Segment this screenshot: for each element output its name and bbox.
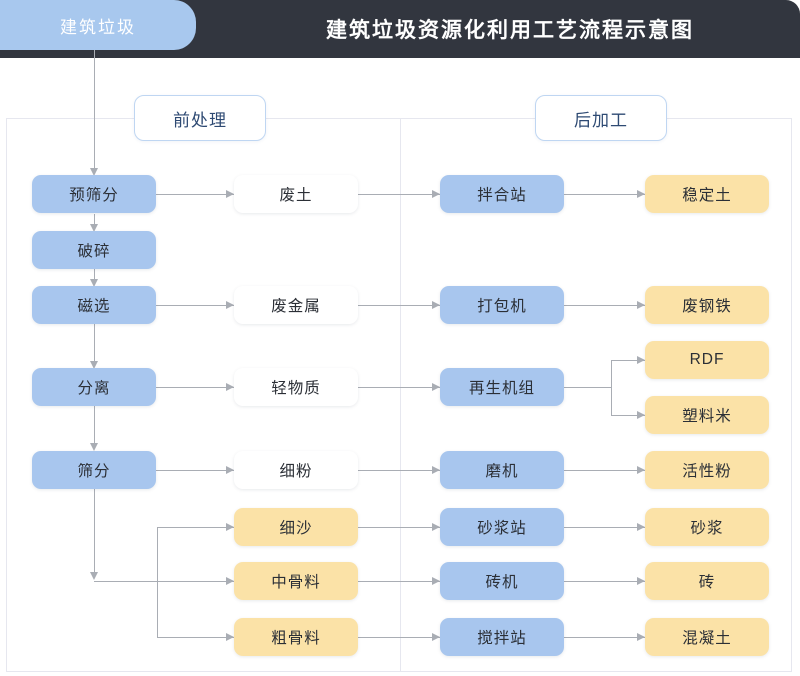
section-chip-pretreatment[interactable]: 前处理 <box>134 95 266 141</box>
connector-source-to-prescreen <box>94 50 95 172</box>
connector-waste-metal-to-baler <box>358 305 440 306</box>
arrowhead-plastic-pellets <box>637 410 645 419</box>
node-separation[interactable]: 分离 <box>32 368 156 406</box>
arrowhead-concrete-station <box>432 632 440 641</box>
connector-concrete-station-to-concrete <box>564 637 645 638</box>
node-baler[interactable]: 打包机 <box>440 286 564 324</box>
connector-light-material-to-recycling-unit <box>358 387 440 388</box>
arrowhead-fine-powder <box>226 465 234 474</box>
node-magnetic-separation[interactable]: 磁选 <box>32 286 156 324</box>
connector-separate-to-light-material <box>156 387 234 388</box>
node-medium-aggregate[interactable]: 中骨料 <box>234 562 358 600</box>
node-stabilized-soil[interactable]: 稳定土 <box>645 175 769 213</box>
node-light-material[interactable]: 轻物质 <box>234 368 358 406</box>
arrowhead-coarse-aggregate <box>226 632 234 641</box>
node-mortar[interactable]: 砂浆 <box>645 508 769 546</box>
arrowhead-concrete <box>637 632 645 641</box>
connector-crush-to-magnetic <box>94 269 95 283</box>
connector-screen-to-fine-powder <box>156 470 234 471</box>
connector-magnetic-to-waste-metal <box>156 305 234 306</box>
node-prescreen[interactable]: 预筛分 <box>32 175 156 213</box>
node-waste-soil[interactable]: 废土 <box>234 175 358 213</box>
arrowhead-brick-machine <box>432 576 440 585</box>
connector-mixing-station-to-stabilized-soil <box>564 194 645 195</box>
connector-waste-soil-to-mixing-station <box>358 194 440 195</box>
arrowhead-prescreen <box>90 168 98 176</box>
connector-recycling-unit-branch <box>611 360 612 415</box>
connector-fine-sand-to-mortar-station <box>358 527 440 528</box>
connector-screen-to-aggregate-bus <box>94 488 95 576</box>
arrowhead-stabilized-soil <box>637 189 645 198</box>
node-screening[interactable]: 筛分 <box>32 451 156 489</box>
page-title: 建筑垃圾资源化利用工艺流程示意图 <box>326 19 694 42</box>
connector-recycling-unit-stem <box>564 387 612 388</box>
arrowhead-mixing-station <box>432 189 440 198</box>
arrowhead-waste-metal <box>226 300 234 309</box>
node-recycling-unit[interactable]: 再生机组 <box>440 368 564 406</box>
arrowhead-rdf <box>637 355 645 364</box>
arrowhead-scrap-steel <box>637 300 645 309</box>
node-coarse-aggregate[interactable]: 粗骨料 <box>234 618 358 656</box>
arrowhead-fine-sand <box>226 522 234 531</box>
arrowhead-separate <box>90 361 98 369</box>
arrowhead-brick <box>637 576 645 585</box>
arrowhead-medium-aggregate <box>226 576 234 585</box>
node-plastic-pellets[interactable]: 塑料米 <box>645 396 769 434</box>
connector-prescreen-to-crush <box>94 214 95 228</box>
section-divider <box>400 118 401 672</box>
connector-bus-to-medium-aggregate <box>94 581 234 582</box>
node-fine-sand[interactable]: 细沙 <box>234 508 358 546</box>
connector-aggregate-trunk <box>157 527 158 637</box>
connector-baler-to-scrap-steel <box>564 305 645 306</box>
connector-medium-aggregate-to-brick-machine <box>358 581 440 582</box>
connector-separate-to-screen <box>94 406 95 448</box>
connector-branch-to-plastic-pellets <box>611 415 645 416</box>
node-waste-metal[interactable]: 废金属 <box>234 286 358 324</box>
node-mill[interactable]: 磨机 <box>440 451 564 489</box>
connector-magnetic-to-separate <box>94 324 95 366</box>
connector-brick-machine-to-brick <box>564 581 645 582</box>
connector-prescreen-to-waste-soil <box>156 194 234 195</box>
arrowhead-waste-soil <box>226 189 234 198</box>
node-brick[interactable]: 砖 <box>645 562 769 600</box>
node-mixing-station[interactable]: 拌合站 <box>440 175 564 213</box>
arrowhead-screen <box>90 443 98 451</box>
node-concrete[interactable]: 混凝土 <box>645 618 769 656</box>
node-crush[interactable]: 破碎 <box>32 231 156 269</box>
arrowhead-mortar-station <box>432 522 440 531</box>
node-active-powder[interactable]: 活性粉 <box>645 451 769 489</box>
connector-trunk-to-fine-sand <box>157 527 234 528</box>
node-mortar-station[interactable]: 砂浆站 <box>440 508 564 546</box>
node-rdf[interactable]: RDF <box>645 341 769 379</box>
connector-branch-to-rdf <box>611 360 645 361</box>
arrowhead-active-powder <box>637 465 645 474</box>
node-concrete-station[interactable]: 搅拌站 <box>440 618 564 656</box>
connector-trunk-to-coarse-aggregate <box>157 637 234 638</box>
node-brick-machine[interactable]: 砖机 <box>440 562 564 600</box>
arrowhead-mill <box>432 465 440 474</box>
arrowhead-recycling-unit <box>432 382 440 391</box>
arrowhead-light-material <box>226 382 234 391</box>
source-tab-construction-waste[interactable]: 建筑垃圾 <box>0 0 196 50</box>
node-scrap-steel[interactable]: 废钢铁 <box>645 286 769 324</box>
arrowhead-crush <box>90 224 98 232</box>
arrowhead-baler <box>432 300 440 309</box>
arrowhead-aggregate-bus <box>90 572 98 580</box>
node-fine-powder[interactable]: 细粉 <box>234 451 358 489</box>
section-chip-postprocessing[interactable]: 后加工 <box>535 95 667 141</box>
connector-fine-powder-to-mill <box>358 470 440 471</box>
connector-mortar-station-to-mortar <box>564 527 645 528</box>
arrowhead-mortar <box>637 522 645 531</box>
arrowhead-magnetic <box>90 279 98 287</box>
connector-coarse-aggregate-to-concrete-station <box>358 637 440 638</box>
connector-mill-to-active-powder <box>564 470 645 471</box>
